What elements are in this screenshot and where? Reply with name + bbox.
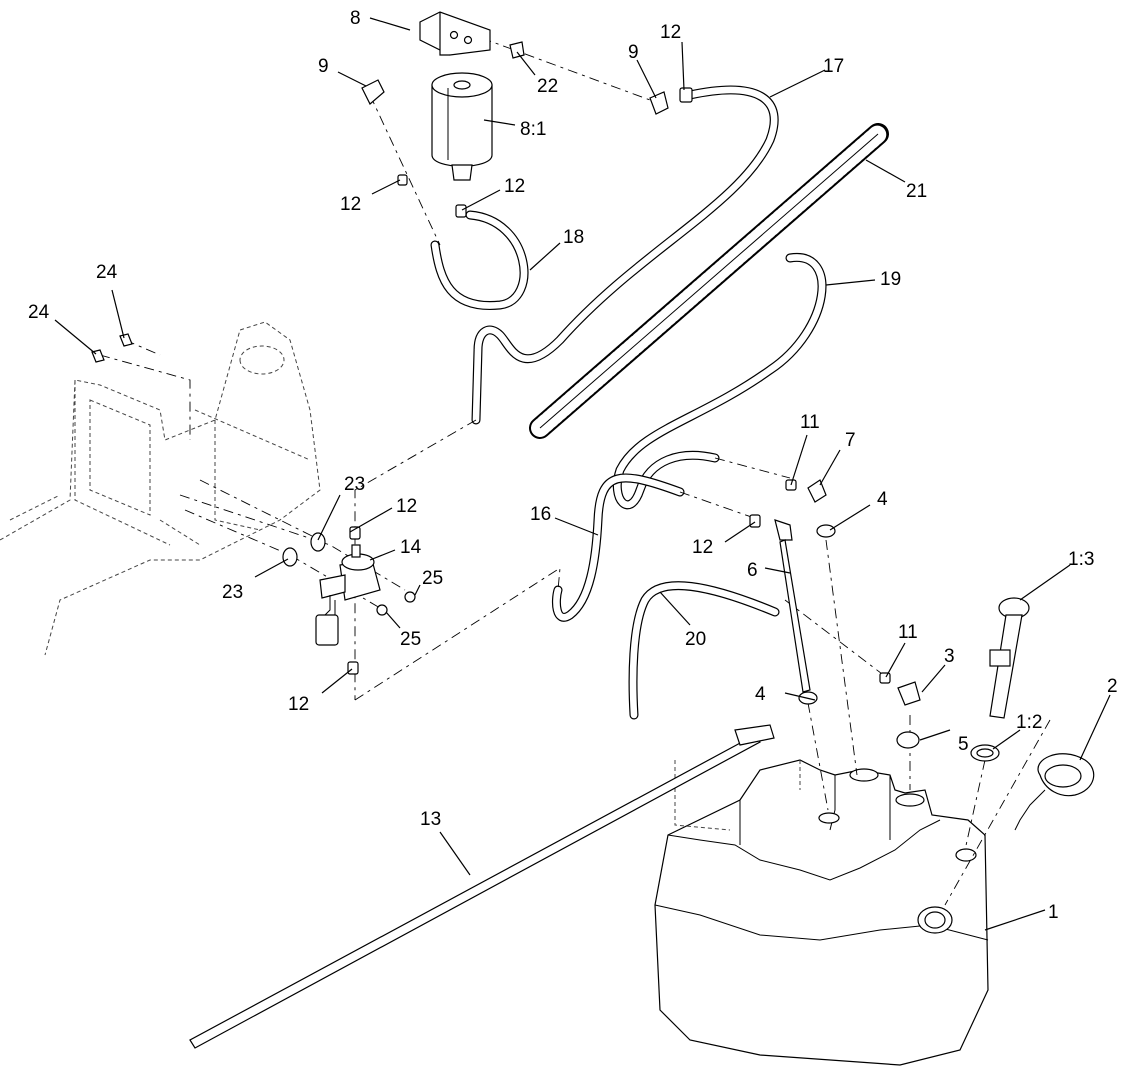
hose-17 [471,85,779,425]
callout-24-right: 24 [96,262,118,283]
callout-5: 5 [958,734,969,755]
callout-12-pump-top: 12 [396,496,417,517]
hose-19 [612,253,827,510]
callout-16: 16 [530,504,551,525]
frame-bracket-ghost [0,321,321,656]
callout-14: 14 [400,537,422,558]
callout-4-lower: 4 [755,684,766,705]
callout-2: 2 [1107,676,1118,697]
callout-7: 7 [845,430,856,451]
callout-12-tank-hose: 12 [692,537,713,558]
callout-3: 3 [944,646,955,667]
fuel-cap [1014,753,1095,831]
callout-1-3: 1:3 [1068,549,1094,570]
small-hardware [91,333,416,616]
callout-19: 19 [880,269,901,290]
hose-20 [628,581,780,720]
callout-18: 18 [563,227,584,248]
callout-labels: 1 1:2 1:3 2 3 4 4 5 6 7 8 8:1 9 9 11 11 … [28,8,1118,923]
callout-11-lower: 11 [898,622,918,643]
callout-8-1: 8:1 [520,119,546,140]
hose-clamps [347,87,891,684]
callout-20: 20 [685,629,706,650]
callout-13: 13 [420,809,441,830]
fuel-pump [315,544,381,646]
callout-21: 21 [906,181,927,202]
callout-9-right: 9 [628,42,639,63]
fuel-gauge-sender [970,597,1030,762]
fuel-tank [654,759,989,1066]
callout-17: 17 [823,56,844,77]
callout-25-lower: 25 [400,629,421,650]
callout-22: 22 [537,76,558,97]
callout-1: 1 [1048,902,1059,923]
leader-lines [54,17,1111,931]
callout-23-upper: 23 [344,474,365,495]
callout-12-filter-outlet: 12 [504,176,525,197]
callout-1-2: 1:2 [1016,712,1042,733]
callout-4-upper: 4 [877,489,888,510]
elbow-fittings [361,41,669,115]
callout-9-left: 9 [318,56,329,77]
callout-8: 8 [350,8,361,29]
tank-strap [189,724,775,1049]
hose-18 [430,210,529,311]
callout-12-top-left: 12 [340,194,361,215]
callout-12-pump-bottom: 12 [288,694,309,715]
callout-11-upper: 11 [800,412,820,433]
callout-25-upper: 25 [422,568,443,589]
corrugated-conduit [529,123,889,439]
assembly-lines [99,29,1051,906]
fuel-filter-element [431,72,493,181]
callout-24-left: 24 [28,302,50,323]
callout-23-lower: 23 [222,582,243,603]
filter-bracket [419,11,491,56]
callout-6: 6 [747,560,758,581]
callout-12-top-right: 12 [660,22,681,43]
hose-16 [552,473,685,622]
tank-fittings [774,479,921,749]
